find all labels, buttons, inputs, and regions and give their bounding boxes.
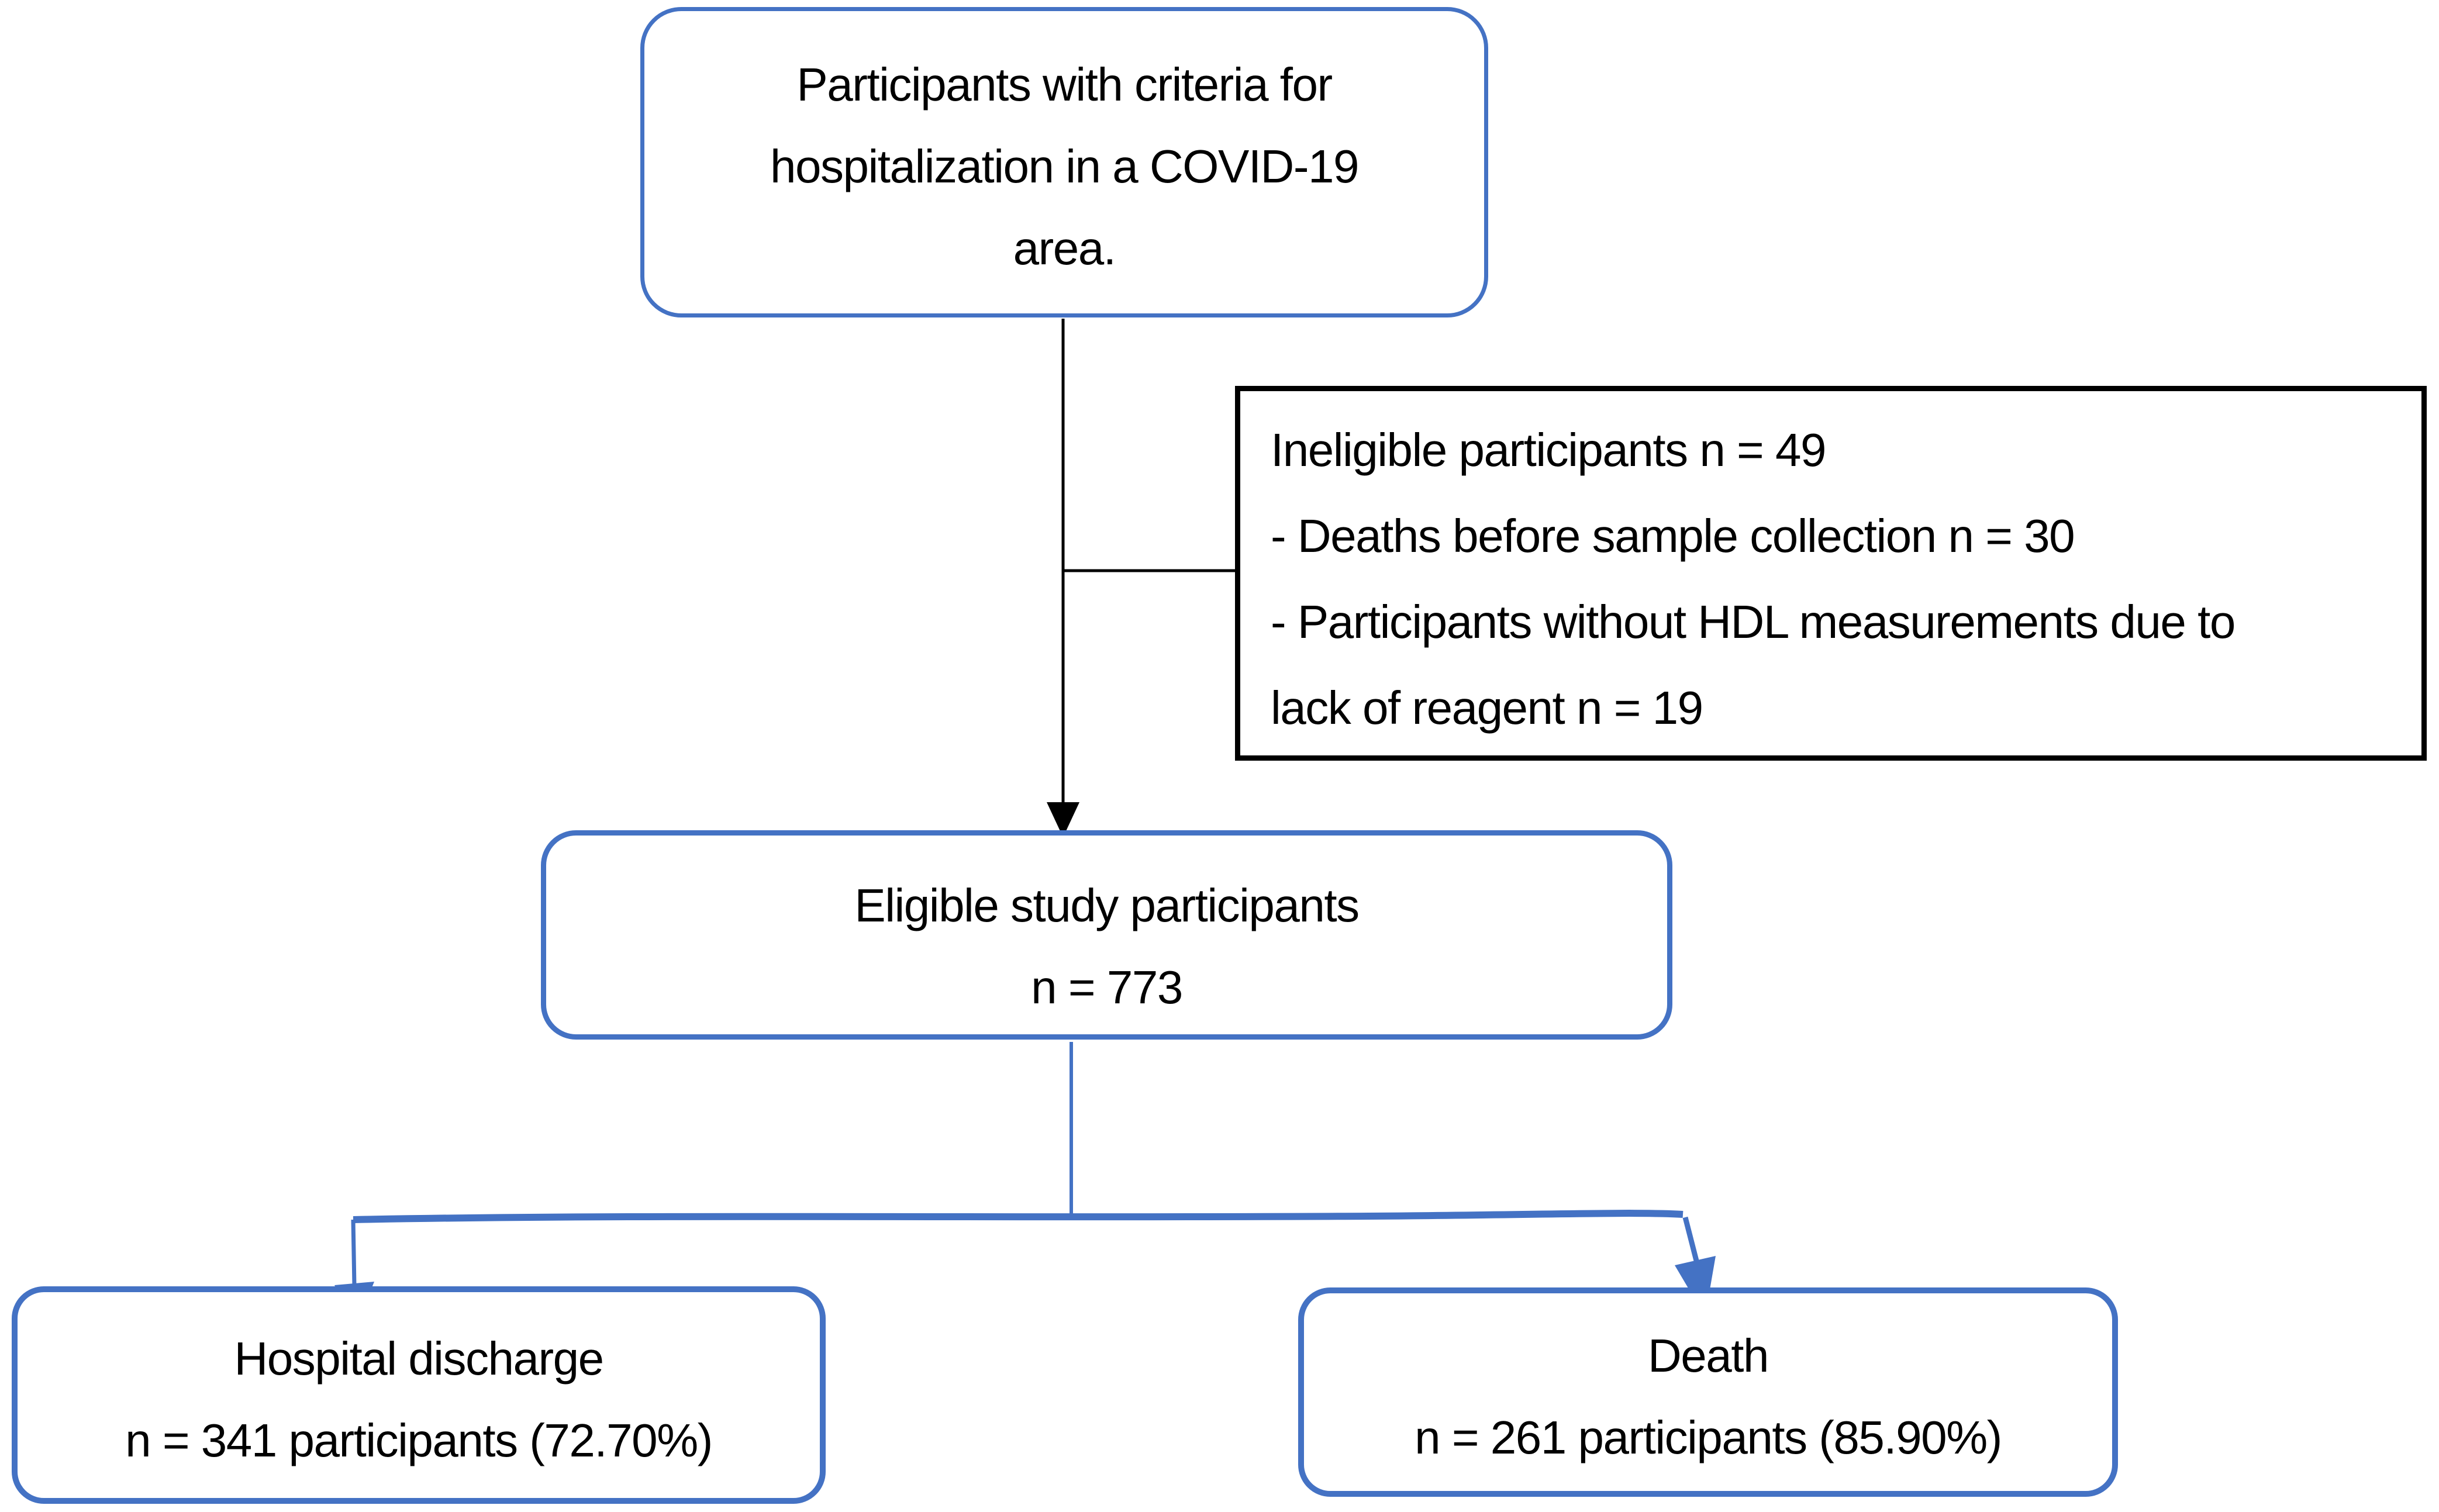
branch-horizontal-line [353, 1210, 1684, 1223]
box-line: Participants with criteria for [796, 58, 1333, 111]
box-line: - Deaths before sample collection n = 30 [1271, 509, 2075, 562]
box-eligible-participants: Eligible study participants n = 773 [541, 830, 1672, 1040]
branch-left-line [351, 1219, 357, 1287]
box-line: Eligible study participants [854, 879, 1360, 931]
box-hospitalization-criteria: Participants with criteria for hospitali… [640, 7, 1488, 317]
box-line: Ineligible participants n = 49 [1271, 423, 1826, 476]
box-line: hospitalization in a COVID-19 [770, 140, 1359, 192]
box-line: n = 261 participants (85.90%) [1415, 1411, 2002, 1463]
branch-right-line [1682, 1216, 1700, 1264]
box-line: Hospital discharge [234, 1333, 604, 1385]
box-line: lack of reagent n = 19 [1271, 681, 1703, 734]
box-line: n = 773 [1031, 961, 1183, 1013]
box-line: area. [1013, 222, 1116, 274]
box-death: Death n = 261 participants (85.90%) [1298, 1287, 2118, 1497]
box-ineligible-participants: Ineligible participants n = 49 - Deaths … [1235, 386, 2427, 761]
box-line: Death [1648, 1330, 1769, 1382]
box-line: n = 341 participants (72.70%) [125, 1414, 713, 1466]
box-hospital-discharge: Hospital discharge n = 341 participants … [12, 1286, 826, 1504]
box-line: - Participants without HDL measurements … [1271, 595, 2236, 648]
